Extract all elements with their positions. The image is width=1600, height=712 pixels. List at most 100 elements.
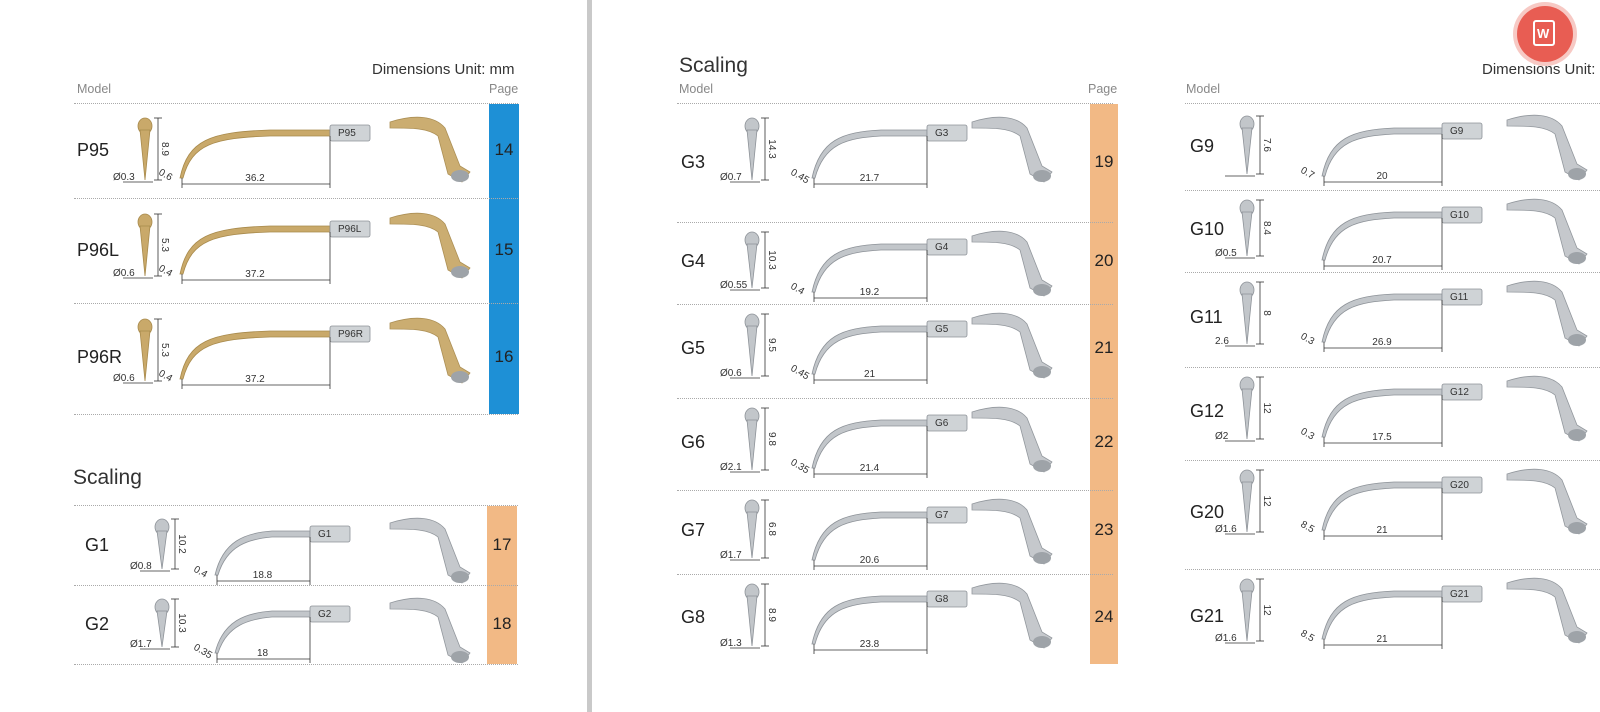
tip-photo — [389, 212, 471, 279]
length-dimension: 19.2 — [860, 287, 880, 298]
height-dimension: 12 — [1261, 402, 1272, 414]
length-dimension: 18 — [257, 648, 269, 659]
height-dimension: 6.8 — [766, 522, 777, 536]
model-engraving: G20 — [1450, 480, 1469, 491]
divider — [677, 490, 1113, 491]
column-header-model: Model — [679, 82, 714, 96]
side-profile — [811, 238, 968, 293]
height-dimension: 10.2 — [176, 534, 187, 554]
model-name: G8 — [681, 607, 706, 627]
tip-dimension: 0.4 — [157, 263, 175, 280]
length-dimension: 37.2 — [245, 269, 265, 280]
length-dimension: 17.5 — [1372, 432, 1392, 443]
height-dimension: 9.8 — [766, 432, 777, 446]
word-convert-icon — [1533, 20, 1555, 46]
height-dimension: 5.3 — [159, 343, 170, 357]
divider — [677, 574, 1113, 575]
column-header-page: Page — [489, 82, 519, 96]
height-dimension: 12 — [1261, 495, 1272, 507]
model-engraving: P95 — [338, 128, 356, 139]
length-dimension: 21 — [1376, 525, 1388, 536]
front-profile — [154, 518, 170, 570]
side-profile — [1321, 288, 1483, 343]
divider — [74, 505, 518, 506]
divider — [1185, 569, 1600, 570]
height-dimension: 12 — [1261, 604, 1272, 616]
front-profile — [1239, 469, 1255, 533]
model-name: G11 — [1190, 307, 1223, 327]
side-profile — [179, 325, 371, 380]
side-profile — [1321, 476, 1483, 531]
tip-photo — [1506, 114, 1588, 181]
diameter-dimension: Ø1.7 — [720, 550, 742, 561]
tip-dimension: 0.3 — [1299, 331, 1317, 348]
side-profile — [811, 590, 968, 645]
column-header-page: Page — [1088, 82, 1118, 96]
page-number: 23 — [1094, 520, 1114, 539]
divider — [1185, 272, 1600, 273]
diameter-dimension: Ø0.5 — [1215, 248, 1237, 259]
model-engraving: G1 — [318, 529, 332, 540]
height-dimension: 8 — [1261, 310, 1272, 316]
column-header-model: Model — [77, 82, 112, 96]
height-dimension: 7.6 — [1261, 138, 1272, 152]
model-name: G10 — [1190, 219, 1225, 239]
model-name: P96R — [77, 347, 123, 367]
length-dimension: 20.6 — [860, 555, 880, 566]
side-profile — [811, 414, 968, 469]
tip-photo — [389, 317, 471, 384]
divider — [1185, 460, 1600, 461]
page-band-orange — [1090, 104, 1118, 664]
tip-dimension: 8.5 — [1299, 628, 1317, 645]
model-name: G4 — [681, 251, 706, 271]
diameter-dimension: 2.6 — [1215, 336, 1229, 347]
length-dimension: 37.2 — [245, 374, 265, 385]
model-engraving: G5 — [935, 324, 949, 335]
height-dimension: 10.3 — [766, 250, 777, 270]
front-profile — [137, 318, 153, 382]
tip-photo — [1506, 375, 1588, 442]
diameter-dimension: Ø0.3 — [113, 172, 135, 183]
page-number: 22 — [1094, 432, 1114, 451]
model-engraving: P96R — [338, 329, 363, 340]
diameter-dimension: Ø0.8 — [130, 561, 152, 572]
page-number: 19 — [1094, 152, 1114, 171]
page-band-blue — [489, 104, 519, 414]
side-profile — [1321, 383, 1483, 438]
tip-dimension: 0.4 — [192, 564, 210, 581]
height-dimension: 5.3 — [159, 238, 170, 252]
convert-to-word-button[interactable]: W — [1517, 6, 1573, 62]
length-dimension: 18.8 — [253, 570, 273, 581]
model-name: P96L — [77, 240, 120, 260]
length-dimension: 26.9 — [1372, 337, 1392, 348]
front-profile — [137, 117, 153, 181]
diameter-dimension: Ø2.1 — [720, 462, 742, 473]
units-label: Dimensions Unit: mm — [372, 61, 515, 78]
model-name: G21 — [1190, 606, 1225, 626]
section-title: Scaling — [73, 466, 142, 489]
tip-photo — [1506, 280, 1588, 347]
divider — [1185, 103, 1600, 104]
side-profile — [179, 220, 371, 275]
model-name: G3 — [681, 152, 706, 172]
height-dimension: 10.3 — [176, 613, 187, 633]
length-dimension: 21 — [1376, 634, 1388, 645]
diameter-dimension: Ø0.6 — [113, 373, 135, 384]
front-profile — [1239, 281, 1255, 345]
side-profile — [179, 124, 371, 179]
divider — [677, 103, 1113, 104]
tip-dimension: 0.45 — [789, 167, 812, 186]
diameter-dimension: Ø0.6 — [113, 268, 135, 279]
diameter-dimension: Ø1.3 — [720, 638, 742, 649]
